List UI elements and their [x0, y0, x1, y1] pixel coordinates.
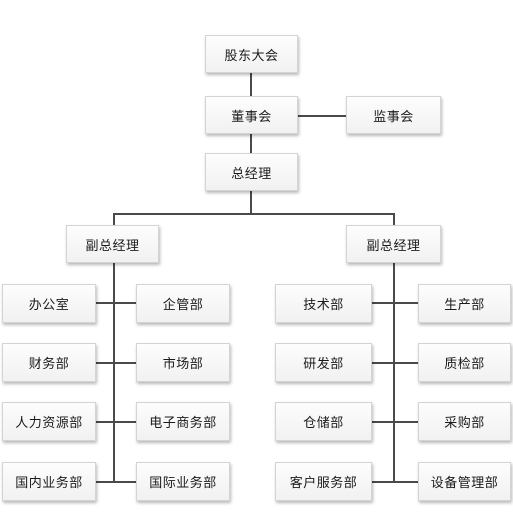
department-international-business: 国际业务部: [136, 462, 230, 501]
connector-line: [96, 421, 136, 423]
department-finance: 财务部: [2, 343, 96, 382]
connector-line: [298, 115, 346, 117]
department-customer-service: 客户服务部: [275, 462, 372, 501]
department-marketing: 市场部: [136, 343, 230, 382]
department-human-resources: 人力资源部: [2, 402, 96, 441]
node-board-of-directors: 董事会: [205, 96, 298, 134]
connector-line: [372, 481, 418, 483]
connector-line: [250, 72, 252, 96]
connector-line: [96, 302, 136, 304]
department-quality-inspection: 质检部: [418, 343, 511, 382]
department-research-development: 研发部: [275, 343, 372, 382]
department-technology: 技术部: [275, 284, 372, 323]
connector-line: [113, 213, 395, 215]
department-domestic-business: 国内业务部: [2, 462, 96, 501]
department-enterprise-management: 企管部: [136, 284, 230, 323]
connector-line: [250, 133, 252, 153]
department-equipment-management: 设备管理部: [418, 462, 511, 501]
connector-line: [113, 213, 115, 225]
node-deputy-general-manager-right: 副总经理: [346, 225, 441, 263]
department-warehousing: 仓储部: [275, 402, 372, 441]
department-office: 办公室: [2, 284, 96, 323]
department-e-commerce: 电子商务部: [136, 402, 230, 441]
connector-line: [393, 213, 395, 225]
connector-line: [96, 481, 136, 483]
connector-line: [250, 190, 252, 214]
connector-line: [372, 362, 418, 364]
node-general-manager: 总经理: [205, 153, 298, 191]
connector-line: [372, 421, 418, 423]
department-procurement: 采购部: [418, 402, 511, 441]
connector-line: [372, 302, 418, 304]
connector-line: [96, 362, 136, 364]
connector-line: [393, 262, 395, 483]
node-board-of-supervisors: 监事会: [346, 96, 441, 134]
connector-line: [113, 262, 115, 483]
department-production: 生产部: [418, 284, 511, 323]
node-deputy-general-manager-left: 副总经理: [66, 225, 159, 263]
node-shareholders-meeting: 股东大会: [205, 35, 298, 73]
